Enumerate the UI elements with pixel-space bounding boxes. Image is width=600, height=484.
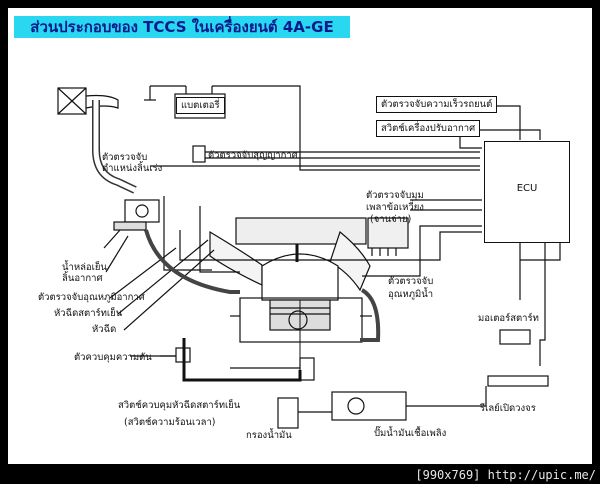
injector-label: หัวฉีด: [92, 324, 117, 335]
fuel-pump: [347, 397, 365, 415]
vacuum-sensor-label: ตัวตรวจจับสุญญากาศ: [208, 150, 298, 161]
fuel-tank: [331, 391, 407, 421]
battery-box: [174, 93, 226, 119]
ecu-box: ECU: [484, 141, 570, 243]
start-injector-time-switch-label-2: (สวิตช์ความร้อนเวลา): [124, 417, 216, 428]
diagram-title: ส่วนประกอบของ TCCS ในเครื่องยนต์ 4A-GE: [30, 18, 334, 36]
distributor-angle-label-1: ตัวตรวจจับมุม: [366, 190, 424, 201]
air-flow-meter: [57, 87, 87, 115]
ac-switch-label: สวิตช์เครื่องปรับอากาศ: [376, 120, 481, 137]
starter-motor: [499, 329, 531, 345]
fuel-filter: [277, 397, 299, 429]
pressure-regulator: [175, 347, 191, 363]
throttle-position-sensor-label-2: ตำแหน่งลิ้นเร่ง: [102, 163, 163, 174]
battery-label: แบตเตอรี่: [176, 97, 225, 114]
engine-speed-sensor-label: ตัวตรวจจับความเร็วรถยนต์: [376, 96, 498, 113]
intake-air-temp-sensor-label: ตัวตรวจจับอุณหภูมิอากาศ: [38, 292, 145, 303]
combustion-chamber: [261, 253, 339, 301]
coolant-valve-label-2: ลิ้นอากาศ: [62, 273, 103, 284]
distributor: [367, 217, 409, 249]
starter-motor-label: มอเตอร์สตาร์ท: [478, 313, 539, 324]
footer-watermark: [990x769] http://upic.me/: [415, 468, 596, 482]
circuit-opening-relay: [487, 375, 549, 387]
air-duct: [85, 94, 119, 109]
throttle-position-sensor-label-1: ตัวตรวจจับ: [102, 152, 148, 163]
distributor-angle-label-2: เพลาข้อเหวี่ยง: [366, 202, 424, 213]
fuel-pump-label: ปั๊มน้ำมันเชื้อเพลิง: [374, 428, 447, 439]
distributor-angle-label-3: (จานจ่าย): [370, 214, 412, 225]
fuel-filter-label: กรองน้ำมัน: [246, 430, 292, 441]
start-injector-time-switch-label-1: สวิตช์ควบคุมหัวฉีดสตาร์ทเย็น: [118, 400, 241, 411]
vacuum-sensor: [192, 145, 206, 163]
start-injector-time-switch: [299, 357, 315, 381]
circuit-opening-relay-label: รีเลย์เปิดวงจร: [480, 403, 536, 414]
ecu-label: ECU: [516, 183, 538, 194]
water-temp-label-2: อุณหภูมิน้ำ: [388, 289, 434, 300]
water-temp-label-1: ตัวตรวจจับ: [388, 276, 434, 287]
throttle-body: [124, 199, 160, 223]
pressure-regulator-label: ตัวควบคุมความดัน: [74, 352, 152, 363]
engine-block: [239, 297, 363, 343]
title-bar: ส่วนประกอบของ TCCS ในเครื่องยนต์ 4A-GE: [14, 16, 350, 38]
coolant-valve-label-1: น้ำหล่อเย็น: [62, 262, 107, 273]
cold-start-injector-label: หัวฉีดสตาร์ทเย็น: [54, 308, 123, 319]
